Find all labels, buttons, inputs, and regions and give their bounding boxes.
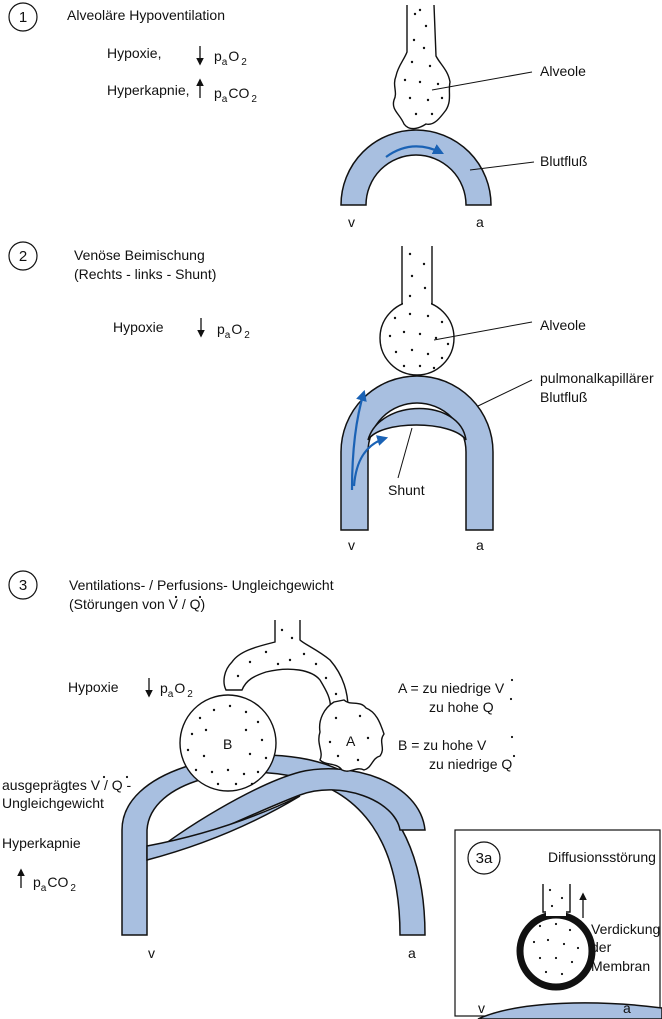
capillary-arc [340, 129, 492, 206]
pulmonary-capillary [340, 375, 494, 531]
hypoxie-label: Hypoxie, [107, 45, 161, 61]
flow-dot-icon [174, 595, 178, 599]
ausgepraegt-label: ausgeprägtes V / Q - [2, 777, 132, 793]
leader-line [433, 321, 533, 341]
alveolus-dots [186, 628, 370, 786]
flow-dot-icon [102, 775, 106, 779]
arterial-label: a [623, 1000, 631, 1016]
alveolus-b [179, 694, 277, 792]
venous-label: v [148, 945, 155, 961]
der-label: der [591, 939, 612, 955]
alveolus-dots [388, 252, 450, 370]
shunt-vessel [367, 407, 467, 441]
blutfluss-label: Blutfluß [540, 153, 587, 169]
venous-label: v [348, 537, 355, 553]
panel-subtitle: (Störungen von V / Q) [69, 596, 205, 612]
crossing-vessel-right [146, 768, 426, 859]
panel-title: Diffusionsstörung [548, 849, 656, 865]
panel-number: 3 [19, 577, 27, 594]
alveolus-shrunken [392, 4, 451, 130]
hyperkapnie-label: Hyperkapnie, [107, 82, 190, 98]
pulmonal-blutfluss-label: Blutfluß [540, 389, 587, 405]
verdickung-label: Verdickung [591, 921, 660, 937]
hypoxie-label: Hypoxie [113, 319, 164, 335]
panel-title: Venöse Beimischung [74, 247, 205, 263]
panel-title: Alveoläre Hypoventilation [67, 7, 225, 23]
alveole-label: Alveole [540, 317, 586, 333]
panel-title: Ventilations- / Perfusions- Ungleichgewi… [69, 577, 334, 593]
alveolus-dots [403, 8, 444, 116]
ungleichgewicht-label: Ungleichgewicht [2, 795, 104, 811]
alveolus-a-label: A [346, 733, 356, 749]
venous-label: v [348, 214, 355, 230]
panel-number: 2 [19, 248, 27, 265]
membran-label: Membran [591, 958, 650, 974]
alveole-label: Alveole [540, 63, 586, 79]
leader-line [397, 427, 413, 479]
flow-dot-icon [509, 697, 513, 701]
panel-subtitle: (Rechts - links - Shunt) [74, 266, 216, 282]
panel-1: 1 Alveoläre Hypoventilation Hypoxie, paO… [8, 2, 587, 230]
panel-number: 1 [19, 9, 27, 26]
leader-line [469, 161, 535, 171]
panel-number-circle [8, 241, 38, 271]
leader-line [431, 71, 533, 91]
panel-3a: 3a Diffusionsstörung Verdickung der Memb… [454, 829, 662, 1019]
leader-line [477, 379, 533, 407]
flow-dot-icon [198, 595, 202, 599]
alveolus-b-label: B [223, 736, 232, 752]
panel-number: 3a [476, 850, 493, 867]
legend-b-line1: B = zu hohe V [398, 737, 487, 753]
arterial-label: a [408, 945, 416, 961]
ventilation-airway [223, 620, 349, 711]
legend-a-line1: A = zu niedrige V [398, 680, 505, 696]
panel-number-circle [467, 841, 501, 875]
panel-3: 3 Ventilations- / Perfusions- Ungleichge… [2, 570, 516, 961]
hypoxie-label: Hypoxie [68, 679, 119, 695]
pulmonalkapillaer-label: pulmonalkapillärer [540, 370, 654, 386]
panel-number-circle [8, 570, 38, 600]
airway [401, 246, 433, 307]
shunt-flow-arrow [352, 435, 389, 487]
shunt-label: Shunt [388, 482, 425, 498]
flow-dot-icon [125, 775, 129, 779]
panel-number-circle [8, 2, 38, 32]
flow-dot-icon [512, 754, 516, 758]
arterial-label: a [476, 537, 484, 553]
legend-b-line2: zu niedrige Q [429, 756, 512, 772]
flow-dot-icon [510, 678, 514, 682]
hyperkapnie-label: Hyperkapnie [2, 835, 81, 851]
legend-a-line2: zu hohe Q [429, 699, 494, 715]
arterial-label: a [476, 214, 484, 230]
crossing-vessel-strand [146, 795, 301, 861]
blood-flow-arrow [385, 144, 444, 158]
panel-2: 2 Venöse Beimischung (Rechts - links - S… [8, 241, 654, 553]
capillary-flow-arrow [350, 389, 367, 491]
venous-label: v [478, 1000, 485, 1016]
thickened-alveolus [516, 911, 596, 991]
alveolus-dots [532, 888, 580, 976]
flow-dot-icon [510, 735, 514, 739]
